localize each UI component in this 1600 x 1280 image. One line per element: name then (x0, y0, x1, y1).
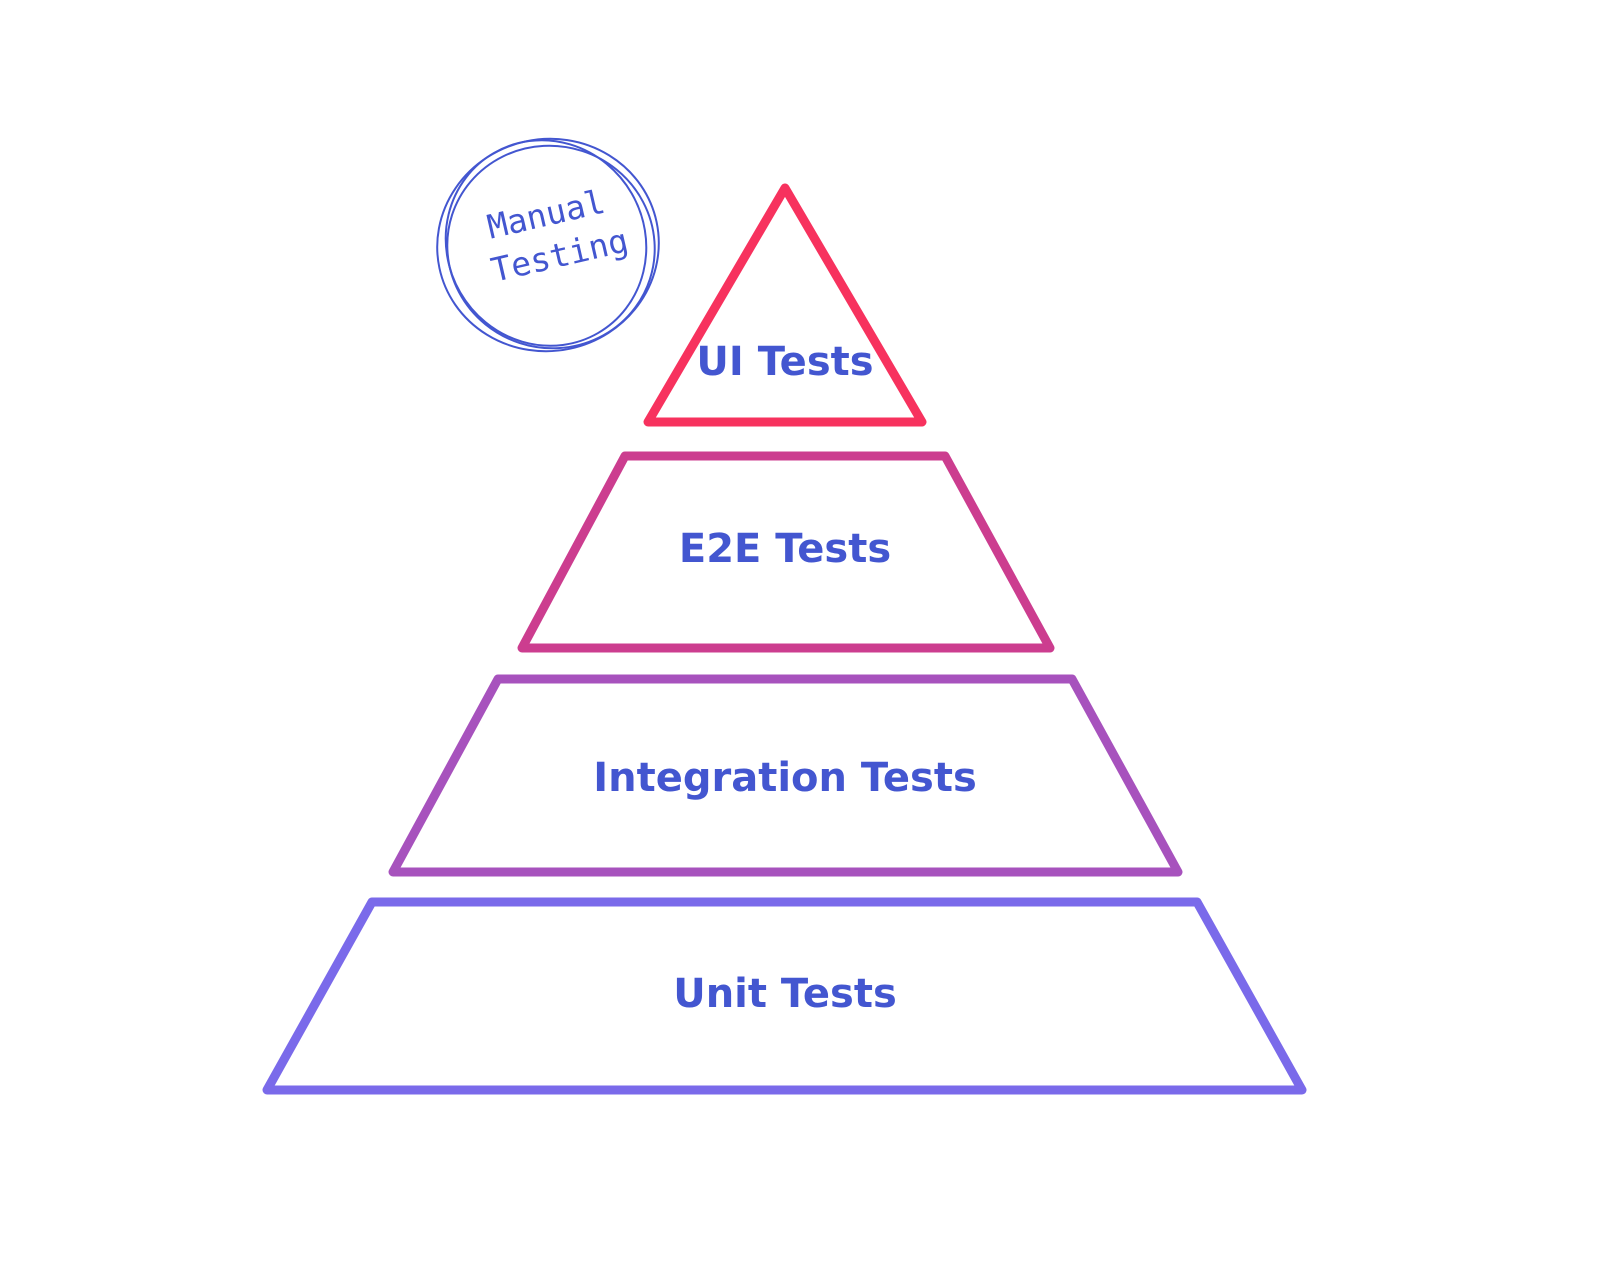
tier-e2e-tests-label: E2E Tests (679, 526, 891, 572)
tier-unit-tests-outline (262, 897, 1307, 1095)
tier-integration-tests: Integration Tests (388, 674, 1183, 877)
tier-unit-tests: Unit Tests (262, 897, 1307, 1095)
tier-integration-tests-label: Integration Tests (593, 755, 977, 801)
tier-e2e-tests: E2E Tests (517, 451, 1055, 653)
tier-ui-tests-label: UI Tests (696, 339, 873, 385)
tier-integration-tests-outline (388, 674, 1183, 877)
tier-unit-tests-label: Unit Tests (673, 971, 897, 1017)
stamp-ring-middle (446, 144, 656, 350)
manual-testing-stamp: Manual Testing (436, 137, 660, 353)
tier-ui-tests-outline (643, 183, 927, 427)
tier-e2e-tests-outline (517, 451, 1055, 653)
tier-ui-tests: UI Tests (643, 183, 927, 427)
stamp-ring-inner (444, 139, 648, 347)
